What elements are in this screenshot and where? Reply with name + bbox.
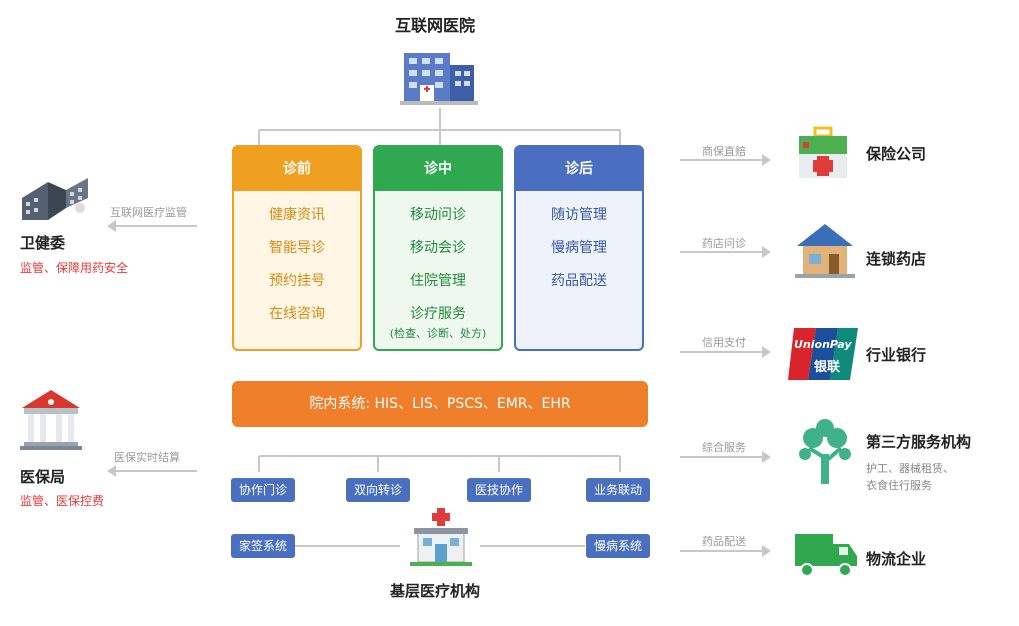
column-post-visit: 诊后 随访管理 慢病管理 药品配送: [514, 145, 644, 351]
arrow-label: 医保实时结算: [114, 451, 180, 464]
left-sub-health-commission: 监管、保障用药安全: [20, 261, 129, 275]
column-head: 诊前: [234, 147, 360, 191]
house-icon: [795, 224, 855, 278]
arrow-label: 互联网医疗监管: [110, 206, 187, 219]
list-item: 住院管理: [410, 273, 466, 289]
list-item: 慢病管理: [551, 240, 607, 256]
arrow-line: [680, 550, 762, 552]
column-pre-visit: 诊前 健康资讯 智能导诊 预约挂号 在线咨询: [232, 145, 362, 351]
arrow-left-icon: [107, 465, 116, 477]
list-item: 在线咨询: [269, 306, 325, 322]
unionpay-logo: UnionPay 银联: [788, 326, 858, 382]
arrow-line: [680, 251, 762, 253]
button-business-link[interactable]: 业务联动: [586, 478, 651, 502]
top-title: 互联网医院: [395, 16, 476, 35]
unionpay-logo-cn: 银联: [814, 360, 841, 375]
hospital-building-icon: [400, 53, 478, 105]
button-collab-clinic[interactable]: 协作门诊: [231, 478, 296, 502]
bottom-title: 基层医疗机构: [390, 582, 481, 600]
arrow-line: [115, 470, 197, 472]
button-tech-collab[interactable]: 医技协作: [467, 478, 532, 502]
arrow-left-icon: [107, 220, 116, 232]
left-title-medical-insurance: 医保局: [20, 468, 66, 486]
list-item: 随访管理: [551, 207, 607, 223]
arrow-right-icon: [762, 154, 771, 166]
hospital-system-bar: 院内系统: HIS、LIS、PSCS、EMR、EHR: [232, 381, 648, 427]
column-head: 诊后: [516, 147, 642, 191]
arrow-right-icon: [762, 451, 771, 463]
unionpay-logo-text: UnionPay: [794, 338, 852, 351]
arrow-line: [115, 225, 197, 227]
column-in-visit: 诊中 移动问诊 移动会诊 住院管理 诊疗服务 (检查、诊断、处方): [373, 145, 503, 351]
bank-building-icon: [20, 390, 82, 450]
right-sub-third-party-2: 衣食住行服务: [866, 479, 932, 492]
column-head: 诊中: [375, 147, 501, 191]
arrow-right-icon: [762, 545, 771, 557]
list-item: 移动问诊: [410, 207, 466, 223]
tree-icon: [799, 419, 851, 484]
right-title-insurance: 保险公司: [866, 145, 927, 163]
list-item: 诊疗服务: [410, 306, 466, 322]
list-item: 健康资讯: [269, 207, 325, 223]
list-item: 药品配送: [551, 273, 607, 289]
list-item: 智能导诊: [269, 240, 325, 256]
arrow-label: 药品配送: [702, 535, 746, 548]
arrow-right-icon: [762, 246, 771, 258]
arrow-label: 商保直赔: [702, 145, 746, 158]
list-item: 预约挂号: [269, 273, 325, 289]
arrow-line: [680, 456, 762, 458]
left-sub-medical-insurance: 监管、医保控费: [20, 494, 105, 508]
list-item-note: (检查、诊断、处方): [389, 327, 487, 340]
arrow-label: 药店问诊: [702, 237, 746, 250]
right-title-logistics: 物流企业: [866, 550, 927, 568]
right-title-pharmacy: 连锁药店: [866, 250, 927, 268]
government-building-icon: [22, 178, 88, 220]
list-item: 移动会诊: [410, 240, 466, 256]
first-aid-kit-icon: [799, 126, 847, 178]
right-title-bank: 行业银行: [866, 346, 927, 364]
left-title-health-commission: 卫健委: [20, 234, 66, 252]
delivery-truck-icon: [795, 534, 857, 577]
right-title-third-party: 第三方服务机构: [866, 433, 972, 451]
right-sub-third-party-1: 护工、器械租赁、: [866, 462, 954, 475]
button-family-doctor-system[interactable]: 家签系统: [231, 534, 296, 558]
button-two-way-referral[interactable]: 双向转诊: [346, 478, 411, 502]
button-chronic-system[interactable]: 慢病系统: [586, 534, 651, 558]
arrow-label: 综合服务: [702, 441, 746, 454]
arrow-line: [680, 159, 762, 161]
arrow-label: 信用支付: [702, 336, 746, 349]
arrow-line: [680, 351, 762, 353]
clinic-building-icon: [410, 508, 472, 566]
arrow-right-icon: [762, 346, 771, 358]
